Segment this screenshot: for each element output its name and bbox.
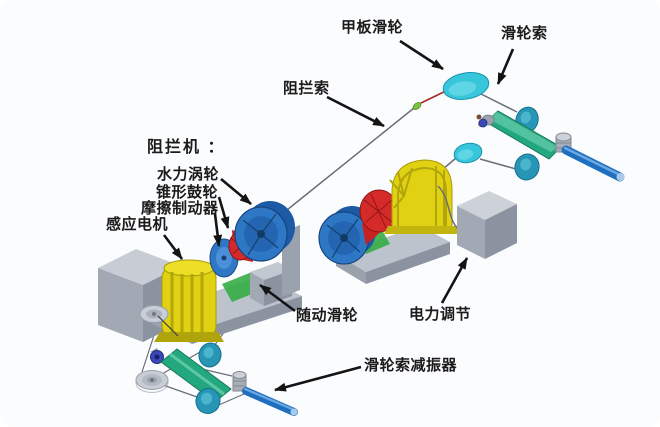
pointer-power-regulation <box>440 257 469 304</box>
label-arresting-machine: 阻拦机 ： <box>147 139 226 156</box>
damper-sheave-upper-2 <box>514 153 540 181</box>
pointer-deck-pulley <box>399 39 444 71</box>
label-friction-brake: 摩擦制动器 <box>141 200 219 217</box>
label-follower-pulley: 随动滑轮 <box>296 307 359 324</box>
pulley-cable-lower <box>479 158 517 170</box>
damper-rod-lower <box>242 387 298 416</box>
water-turbine-disc-left <box>234 201 295 262</box>
turbine-housing-center <box>384 159 460 234</box>
induction-motor-left <box>154 259 224 342</box>
conical-drum-center <box>359 189 399 245</box>
pointer-water-turbine <box>220 178 252 205</box>
damper-wheel-lower <box>150 348 164 364</box>
fairlead-pulley <box>453 121 484 164</box>
pointer-follower-pulley <box>259 283 296 313</box>
label-water-turbine: 水力涡轮 <box>157 166 220 183</box>
damper-wheel-upper <box>478 118 488 128</box>
cable-damper-upper <box>476 106 625 182</box>
label-conical-drum: 锥形鼓轮 <box>156 184 219 201</box>
damper-cylinder-lower <box>232 371 247 392</box>
pointer-arresting-cable <box>326 95 385 128</box>
pointer-friction-brake <box>213 213 223 247</box>
arresting-engine-left <box>98 201 302 344</box>
pointer-arrows <box>162 39 515 392</box>
cable-damper-lower <box>135 342 298 416</box>
deck-pulley <box>442 72 490 100</box>
guide-sheave-upper <box>139 305 179 337</box>
damper-rod-upper <box>561 145 625 182</box>
label-cable-damper: 滑轮索减振器 <box>364 357 458 374</box>
damper-body-lower <box>160 348 232 403</box>
pulley-cable-upper <box>478 92 518 113</box>
guide-sheave-lower <box>135 370 169 393</box>
label-induction-motor: 感应电机 <box>106 216 169 233</box>
damper-sheave-lower-2 <box>195 388 221 414</box>
pointer-pulley-cable <box>496 48 515 85</box>
damper-sheave-lower-1 <box>198 342 222 368</box>
label-arresting-cable: 阻拦索 <box>283 80 330 97</box>
label-power-regulation: 电力调节 <box>409 306 472 323</box>
lower-damper-cable-4 <box>162 384 198 398</box>
power-regulation-cabinet <box>457 191 517 259</box>
pointer-cable-damper <box>274 365 362 392</box>
arresting-cable-line <box>286 107 415 211</box>
arresting-engine-center <box>318 159 463 284</box>
cable-connector-bead <box>412 102 422 110</box>
pointer-induction-motor <box>162 234 184 260</box>
pointer-conical-drum <box>217 196 230 229</box>
label-pulley-cable: 滑轮索 <box>501 25 548 42</box>
follower-pulley-block <box>250 262 292 306</box>
label-deck-pulley: 甲板滑轮 <box>341 19 404 36</box>
